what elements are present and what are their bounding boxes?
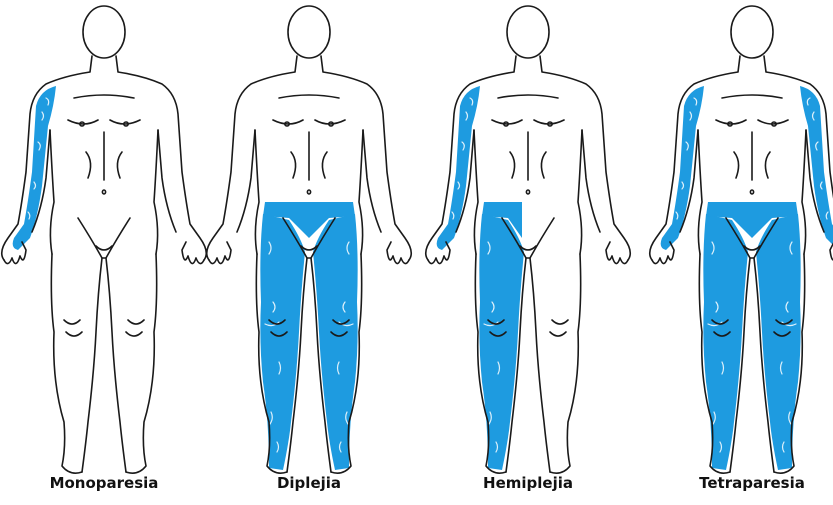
body-figure-monoparesia [2,6,207,473]
figure-label-hemiplejia: Hemiplejia [483,474,573,492]
affected-region-left-leg [313,214,358,470]
figure-label-tetraparesia: Tetraparesia [699,474,805,492]
body-figure-tetraparesia [650,6,833,473]
figure-label-diplejia: Diplejia [277,474,341,492]
body-silhouette [427,58,630,472]
affected-region-right-leg [703,214,748,470]
figure-label-monoparesia: Monoparesia [50,474,159,492]
body-silhouette [208,58,411,472]
body-silhouette [3,58,206,472]
body-figure-diplejia [207,6,412,473]
affected-region-left-leg [756,214,801,470]
body-figure-hemiplejia [426,6,631,473]
affected-region-right-leg [260,214,305,470]
affected-region-right-leg [479,214,524,470]
